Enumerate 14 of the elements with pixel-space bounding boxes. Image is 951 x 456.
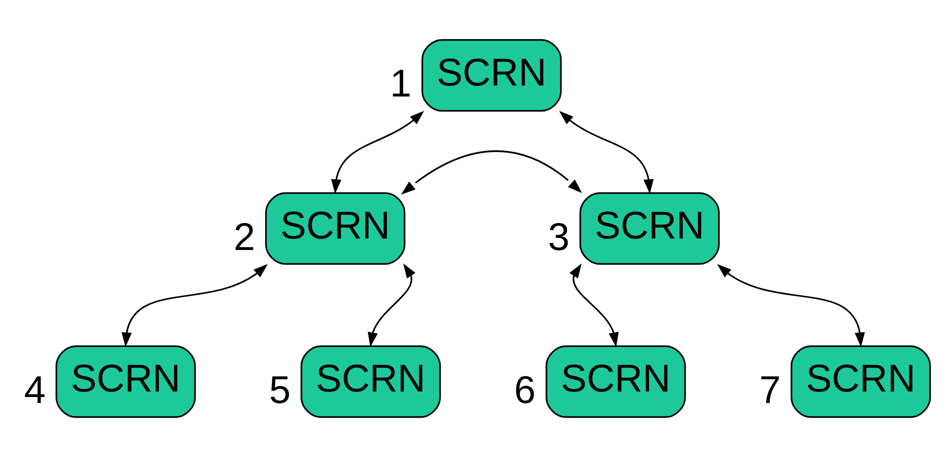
arrow — [559, 110, 654, 194]
node-label: 1 — [390, 62, 412, 106]
node-label: 4 — [24, 368, 46, 412]
arrow — [717, 263, 865, 346]
arrow — [368, 263, 416, 346]
node-label: 7 — [759, 368, 781, 412]
arrow — [569, 263, 619, 346]
arrow — [401, 150, 582, 194]
node-label: 2 — [234, 215, 256, 258]
node-label: 6 — [514, 368, 536, 412]
arrow — [122, 263, 268, 346]
arrow — [331, 110, 424, 194]
node-label: 5 — [269, 368, 291, 412]
node-label: 3 — [548, 215, 570, 258]
